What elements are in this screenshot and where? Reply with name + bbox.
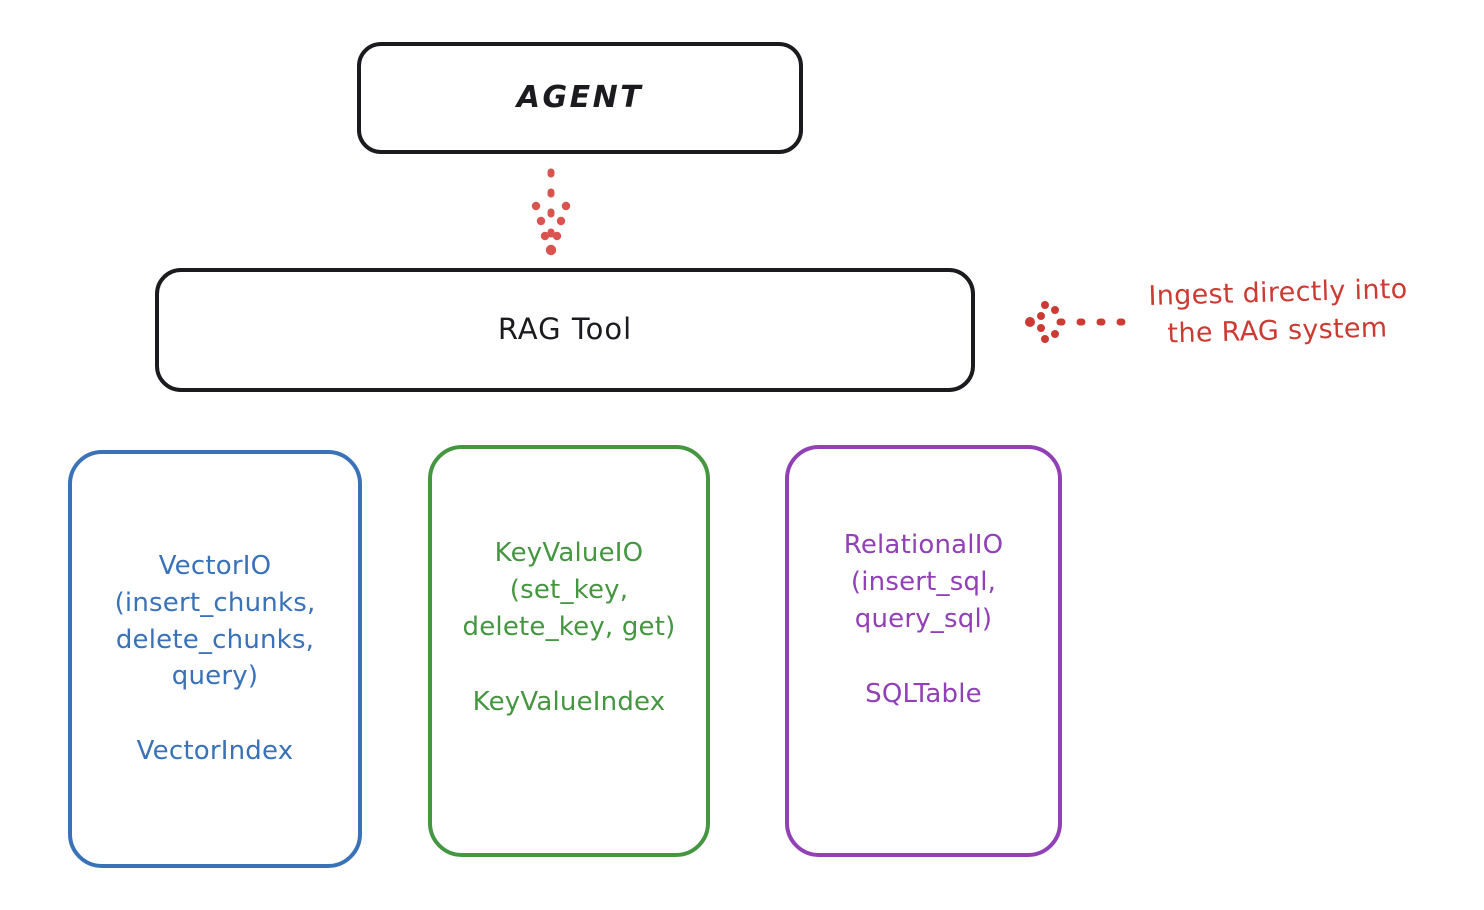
arrowhead-dot: [1041, 301, 1049, 309]
arrowhead-dot: [1037, 312, 1045, 320]
arrowhead-dot: [536, 216, 546, 226]
arrowhead-dot: [1041, 335, 1049, 343]
ingest-annotation-line-2: the RAG system: [1167, 312, 1388, 350]
arrowhead-tip-dot: [1025, 317, 1035, 327]
sql-table-label: SQLTable: [865, 678, 982, 709]
arrowhead-dot: [1037, 324, 1045, 332]
agent-to-rag-arrow: [531, 168, 571, 256]
vector-index-label: VectorIndex: [136, 736, 294, 767]
relational-io-api-label: RelationalIO (insert_sql, query_sql): [843, 530, 1004, 634]
arrowhead-dot: [540, 231, 550, 241]
key-value-io-api-label: KeyValueIO (set_key, delete_key, get): [462, 538, 676, 642]
key-value-io-node[interactable]: KeyValueIO (set_key, delete_key, get) Ke…: [428, 445, 710, 857]
arrowhead-dot: [1051, 306, 1059, 314]
arrowhead-dot: [552, 231, 562, 241]
arrowhead-dot: [1051, 330, 1059, 338]
arrowhead-tip-dot: [545, 244, 557, 256]
rag-tool-node-label: RAG Tool: [497, 312, 633, 347]
vector-io-api-label: VectorIO (insert_chunks, delete_chunks, …: [114, 550, 316, 692]
rag-tool-node[interactable]: RAG Tool: [155, 268, 975, 392]
key-value-index-label: KeyValueIndex: [472, 686, 666, 717]
ingest-arrow: [1025, 301, 1144, 343]
relational-io-node[interactable]: RelationalIO (insert_sql, query_sql) SQL…: [785, 445, 1062, 857]
arrowhead-dot: [561, 201, 571, 211]
arrowhead-dot: [556, 216, 566, 226]
ingest-annotation: Ingest directly into the RAG system: [1148, 269, 1480, 355]
vector-io-node[interactable]: VectorIO (insert_chunks, delete_chunks, …: [68, 450, 362, 868]
arrowhead-dot: [531, 201, 541, 211]
agent-node[interactable]: AGENT: [357, 42, 803, 154]
agent-node-label: AGENT: [516, 79, 644, 115]
